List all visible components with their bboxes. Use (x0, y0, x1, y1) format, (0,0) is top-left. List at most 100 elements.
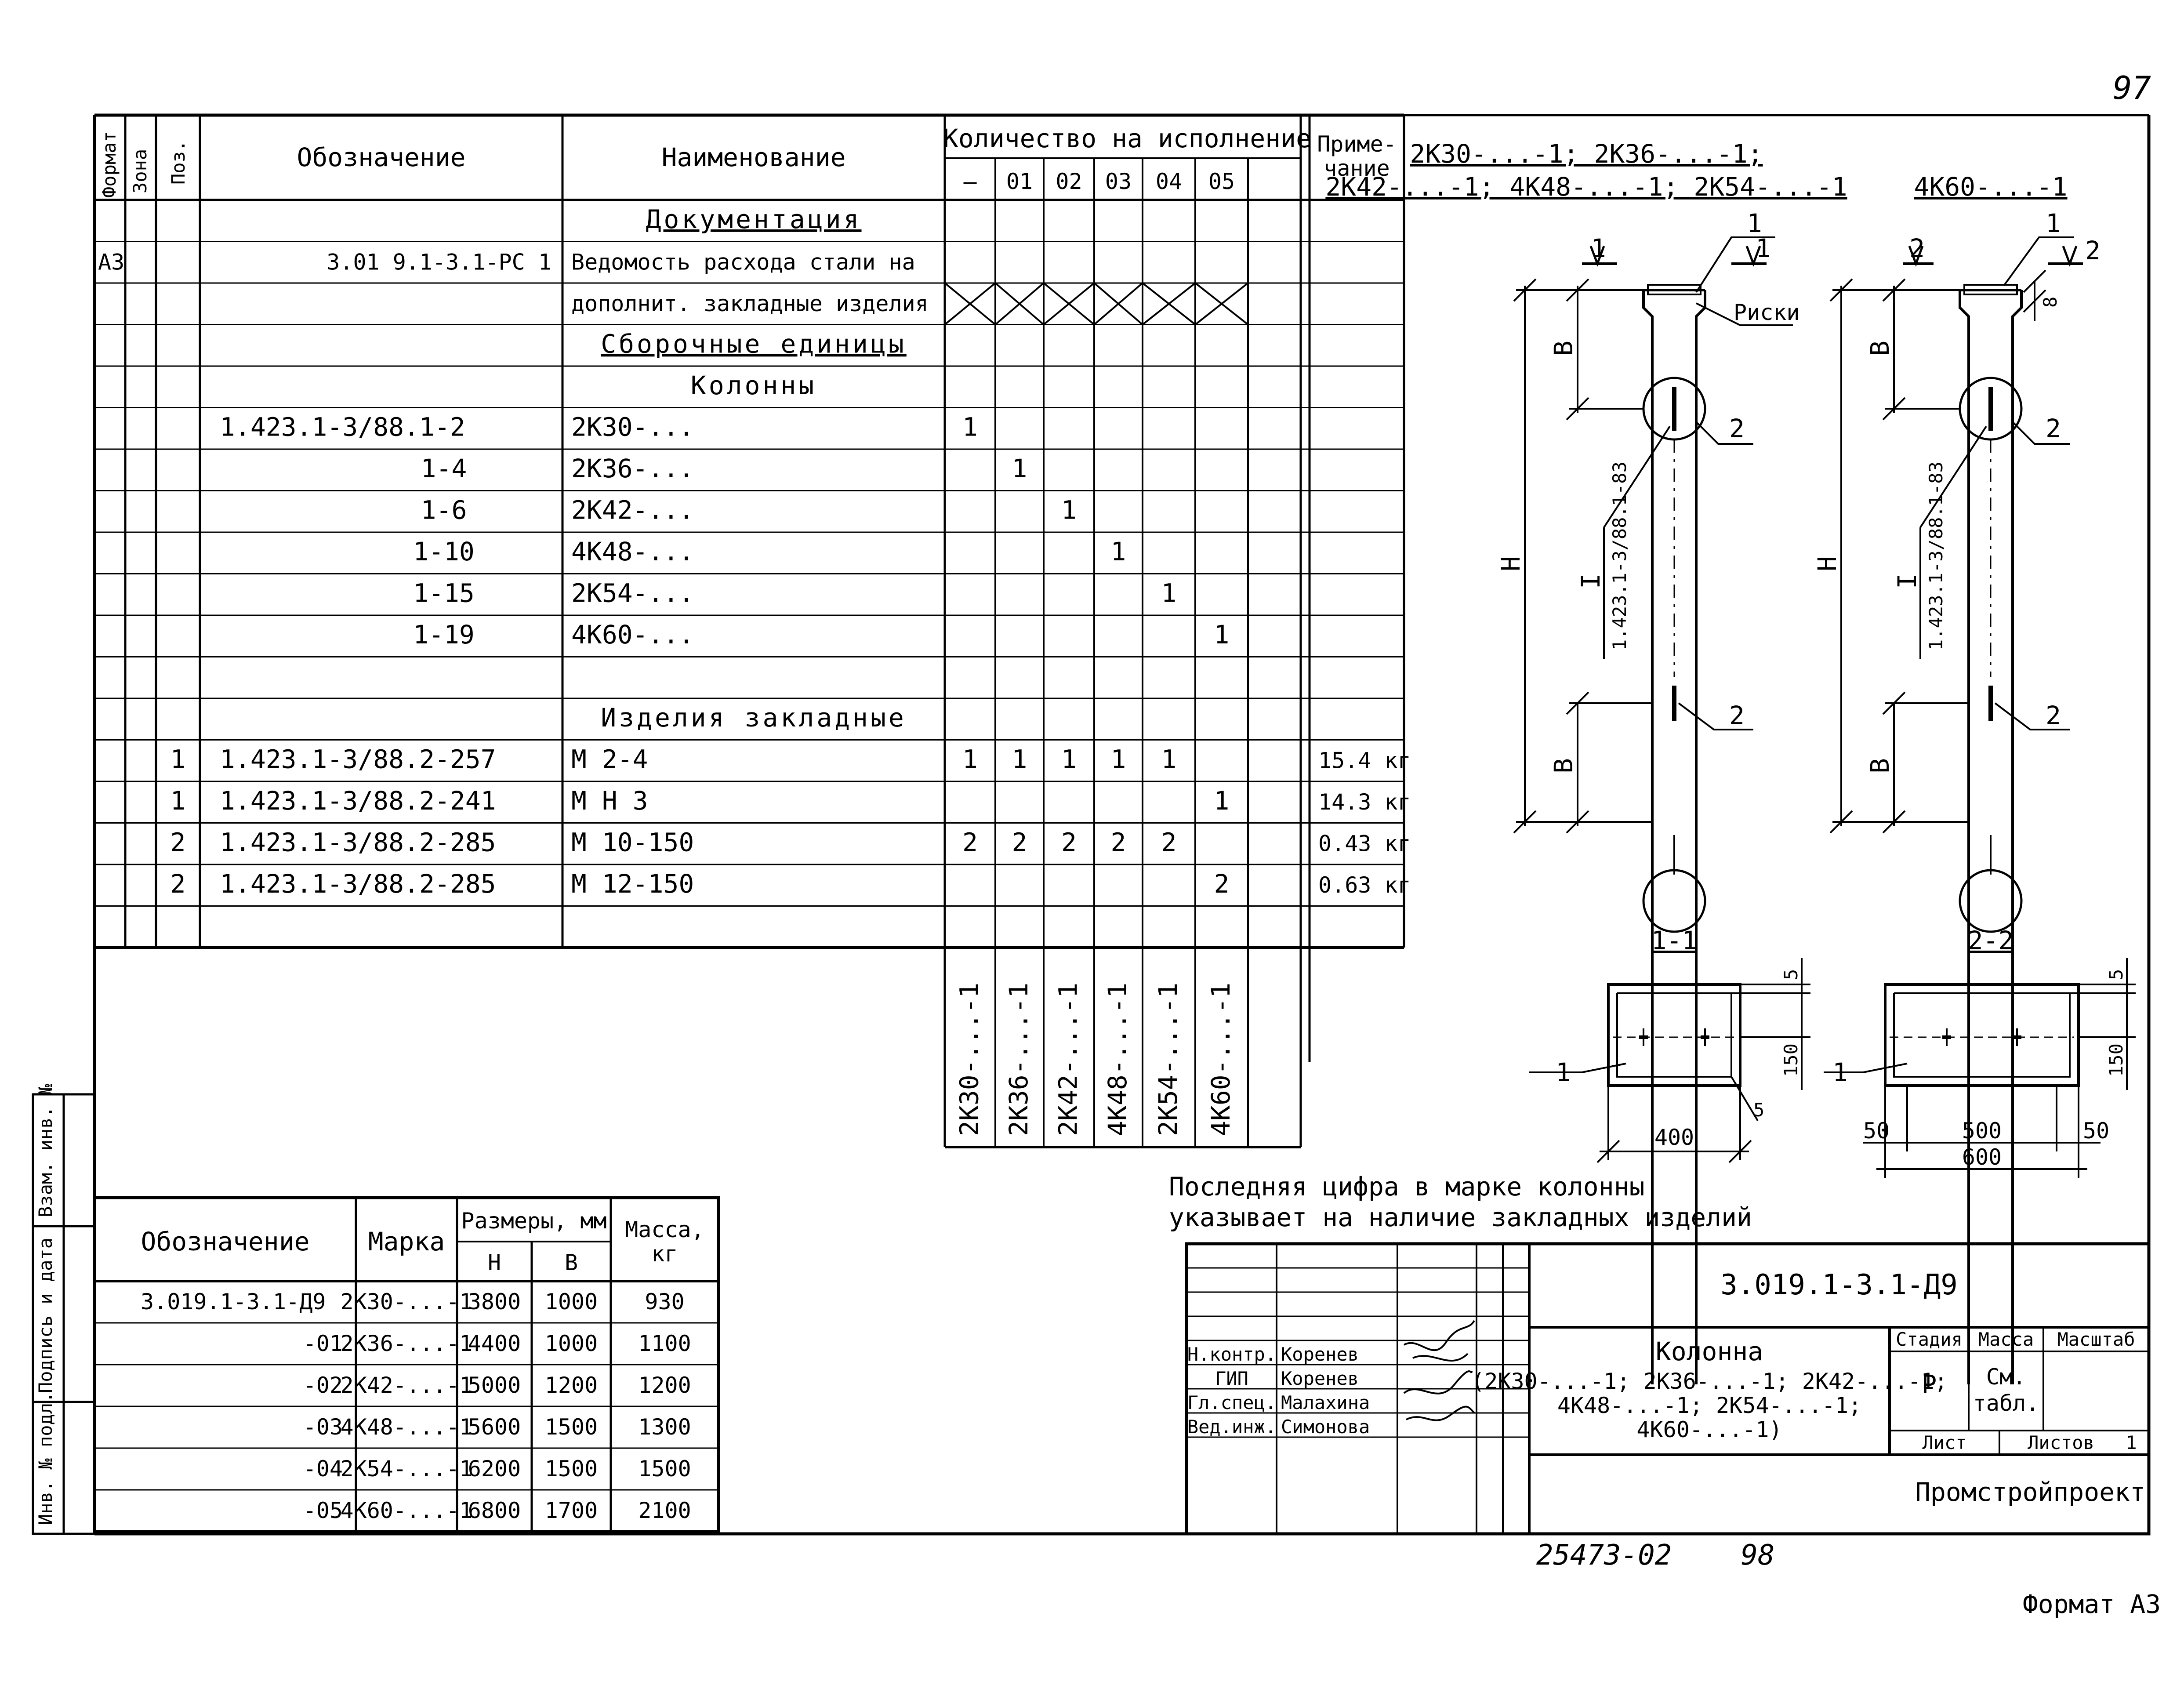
marks-hdr-b: В (565, 1250, 578, 1275)
marks-designation: 3.019.1-3.1-Д9 (141, 1289, 326, 1315)
spec-name: 2К42-... (571, 495, 694, 525)
spec-name: Ведомость расхода стали на (571, 250, 915, 275)
signatures (1403, 1320, 1475, 1421)
column-1-dimensions (1513, 278, 1652, 834)
hdr-note-2: чание (1324, 156, 1390, 181)
spec-name: 2К36-... (571, 454, 694, 483)
dim-b-col1-bottom: В (1549, 758, 1578, 774)
marks-b: 1700 (545, 1498, 598, 1523)
spec-qty: 1 (1012, 454, 1027, 483)
title-line-2: (2К30-...-1; 2К36-...-1; 2К42-...-1; (1471, 1369, 1948, 1394)
leader-1-col2: 1 (2046, 208, 2061, 238)
marks-b: 1000 (545, 1331, 598, 1356)
tb-name: Симонова (1281, 1416, 1370, 1438)
spec-name: М 2-4 (571, 744, 648, 774)
section-label-2-2: 2-2 (1968, 926, 2014, 955)
dim-8-col2: 8 (2039, 297, 2061, 308)
doc-code: 3.019.1-3.1-Д9 (1720, 1269, 1957, 1301)
column-elevation-1 (1582, 236, 1793, 1384)
spec-designation: 1.423.1-3/88.1-2 (220, 412, 465, 442)
spec-name: 2К54-... (571, 578, 694, 608)
spec-qty: 2 (1161, 828, 1177, 857)
hdr-variant: 04 (1156, 169, 1182, 194)
title-block-people: Н.контр.ГИПГл.спец.Вед.инж.КореневКорене… (1187, 1344, 1370, 1438)
section-1-dim-5-top: 5 (1780, 969, 1802, 980)
spec-qty: 1 (1061, 744, 1077, 774)
ref-doc-col1: 1.423.1-3/88.1-83 (1609, 461, 1630, 650)
spec-name: М Н 3 (571, 786, 648, 816)
marks-h: 4400 (468, 1331, 521, 1356)
marks-mass: 1100 (638, 1331, 691, 1356)
spec-qty: 1 (1161, 578, 1177, 608)
marks-b: 1200 (545, 1373, 598, 1398)
marks-designation: -05 (303, 1498, 343, 1523)
section-2-dim-600: 600 (1962, 1144, 2002, 1170)
stage-value: Р (1922, 1369, 1937, 1399)
section-2-2 (1824, 958, 2136, 1178)
marks-hdr-mass-1: Масса, (625, 1217, 704, 1242)
dim-h-col1: Н (1496, 556, 1526, 571)
mass-value-1: См. (1986, 1364, 2026, 1390)
hdr-variant: 01 (1006, 169, 1033, 194)
spec-name: дополнит. закладные изделия (571, 291, 929, 316)
section-label-1-1: 1-1 (1651, 926, 1698, 955)
marks-hdr-mass-2: кг (651, 1241, 678, 1267)
title-line-3: 4К48-...-1; 2К54-...-1; (1557, 1393, 1861, 1418)
marks-h: 5600 (468, 1414, 521, 1440)
tb-role: ГИП (1215, 1368, 1248, 1389)
spec-note: 0.63 кг (1318, 872, 1411, 898)
spec-qty: 2 (1061, 828, 1077, 857)
spec-name: 2К30-... (571, 412, 694, 442)
spec-designation: 1-4 (421, 454, 467, 483)
marks-hdr-mark: Марка (368, 1227, 445, 1256)
marks-mass: 930 (645, 1289, 684, 1315)
cross-mark (994, 282, 1045, 326)
hdr-variant: 03 (1105, 169, 1132, 194)
sec-2-left: 2 (1909, 233, 1925, 263)
organization: Промстройпроект (1915, 1477, 2145, 1507)
sec-1-right: 1 (1756, 233, 1771, 263)
hdr-variant: 05 (1208, 169, 1235, 194)
spec-designation: 1.423.1-3/88.2-285 (220, 828, 496, 857)
marks-designation: -03 (303, 1414, 343, 1440)
sec-1-left: 1 (1591, 233, 1606, 263)
spec-pos: 1 (171, 786, 186, 816)
marks-mark: 2К30-...-1 (340, 1289, 472, 1315)
tb-role: Гл.спец. (1187, 1392, 1276, 1413)
section-2-dim-50-right: 50 (2083, 1118, 2109, 1144)
leader-2-col1-top: 2 (1729, 414, 1745, 443)
column-elevation-2 (1903, 236, 2083, 1384)
spec-pos: 2 (171, 828, 186, 857)
spec-section: Колонны (691, 370, 816, 400)
spec-designation: 1.423.1-3/88.2-285 (220, 869, 496, 899)
spec-name: 4К60-... (571, 620, 694, 650)
spec-qty: 1 (1111, 744, 1126, 774)
spec-pos: 1 (171, 744, 186, 774)
cross-mark (1093, 282, 1143, 326)
archive-page: 98 (1741, 1539, 1774, 1572)
hdr-format: Формат (98, 131, 120, 198)
spec-designation: 1-15 (413, 578, 475, 608)
spec-qty: 1 (1214, 620, 1230, 650)
spec-note: 14.3 кг (1318, 789, 1411, 815)
section-1-leader-1: 1 (1556, 1057, 1571, 1087)
marks-designation: -02 (303, 1373, 343, 1398)
column-mark-vertical: 2К36-...-1 (1004, 983, 1034, 1136)
column-mark-vertical: 4К48-...-1 (1103, 983, 1132, 1136)
spec-qty: 1 (962, 744, 978, 774)
side-stamp-signature-date: Подпись и дата (35, 1238, 56, 1393)
specification-table (93, 113, 1405, 1148)
ref-doc-col2: 1.423.1-3/88.1-83 (1925, 461, 1947, 650)
tb-name: Коренев (1281, 1344, 1359, 1365)
spec-designation: 1-6 (421, 495, 467, 525)
section-1-dim-150: 150 (1780, 1043, 1802, 1077)
spec-qty: 1 (1161, 744, 1177, 774)
mass-value-2: табл. (1973, 1391, 2039, 1416)
page-number: 97 (2113, 69, 2151, 106)
marks-h: 6800 (468, 1498, 521, 1523)
spec-section: Сборочные единицы (601, 329, 907, 359)
leader-2-col1-bottom: 2 (1729, 701, 1745, 730)
marks-mark: 4К48-...-1 (340, 1414, 472, 1440)
spec-designation: 1-10 (413, 537, 475, 567)
